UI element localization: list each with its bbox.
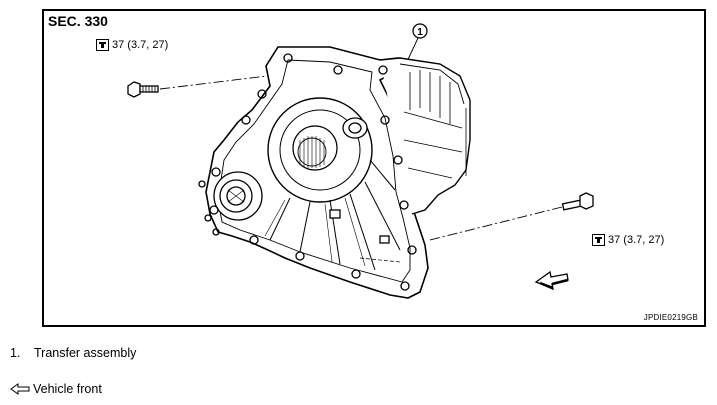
upper-bolt xyxy=(127,81,159,98)
legend-item-number: 1. xyxy=(10,346,21,360)
legend-item-label: Transfer assembly xyxy=(34,346,137,360)
lower-bolt xyxy=(561,192,594,211)
legend-front-label: Vehicle front xyxy=(33,382,102,396)
torque-wrench-icon xyxy=(96,39,109,51)
torque-value-upper: 37 (3.7, 27) xyxy=(112,39,169,51)
torque-wrench-icon xyxy=(592,234,605,246)
vehicle-front-arrow-icon xyxy=(10,383,30,395)
figure-code: JPDIE0219GB xyxy=(643,313,698,322)
legend-item-1: 1. Transfer assembly xyxy=(10,346,136,360)
transfer-case xyxy=(198,46,471,299)
callout-circle xyxy=(412,23,428,39)
legend-vehicle-front: Vehicle front xyxy=(10,382,102,396)
callout-number: 1 xyxy=(417,27,423,38)
vehicle-front-arrow-icon xyxy=(534,270,569,291)
torque-spec-lower: 37 (3.7, 27) xyxy=(592,234,664,246)
torque-value-lower: 37 (3.7, 27) xyxy=(608,234,665,246)
bolt-axis-lower xyxy=(429,206,563,241)
torque-spec-upper: 37 (3.7, 27) xyxy=(96,39,168,51)
section-label: SEC. 330 xyxy=(48,13,108,29)
